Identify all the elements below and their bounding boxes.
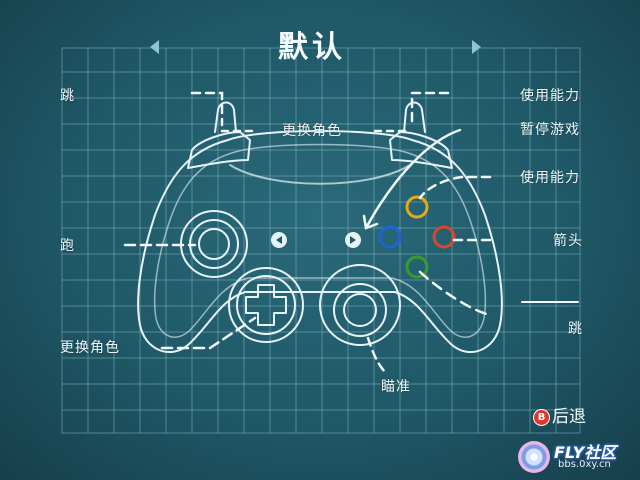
back-label: 后退 [552,407,586,427]
face-button-y [405,195,429,219]
watermark-disc-icon [518,441,550,473]
controller-body-outline [137,130,503,354]
callout-line-pause-game [364,128,462,230]
label-jump-right: 跳 [568,321,583,337]
callout-line-ability-2 [418,175,492,200]
label-pause-game: 暂停游戏 [520,122,580,138]
right-analog-stick [319,264,401,346]
callout-line-ability-top [410,91,450,127]
label-arrow: 箭头 [553,233,583,249]
callout-arrowhead-pause [362,214,379,230]
back-button[interactable]: B 后退 [533,407,586,427]
controller-inner-outline [153,143,487,338]
label-run: 跑 [60,238,75,254]
site-watermark: FLY社区 bbs.0xy.cn [518,437,636,477]
label-aim: 瞄准 [381,379,411,395]
next-layout-arrow-icon[interactable] [472,40,481,54]
callout-line-left-jump [190,91,224,127]
label-switch-character-top: 更换角色 [282,123,342,139]
back-select-button [271,232,287,248]
face-button-b [432,225,456,249]
left-trigger-bumper [187,101,251,169]
previous-layout-arrow-icon[interactable] [150,40,159,54]
face-button-x [378,225,402,249]
label-use-ability-2: 使用能力 [520,170,580,186]
right-trigger-bumper [389,101,453,169]
layout-title: 默认 [278,30,346,65]
label-jump-left: 跳 [60,88,75,104]
callout-line-switch-character-bottom [160,316,257,350]
callout-line-jump-right [418,270,492,317]
b-button-icon: B [533,408,550,426]
blueprint-grid [61,47,581,434]
callout-line-aim [366,336,387,374]
face-button-a [405,255,429,279]
guide-top-center [229,164,411,185]
label-switch-character-bottom: 更换角色 [60,340,120,356]
watermark-brand: FLY社区 [554,443,617,462]
label-use-ability-1: 使用能力 [520,88,580,104]
start-button [345,232,361,248]
watermark-url: bbs.0xy.cn [558,459,611,470]
directional-pad [228,267,304,343]
